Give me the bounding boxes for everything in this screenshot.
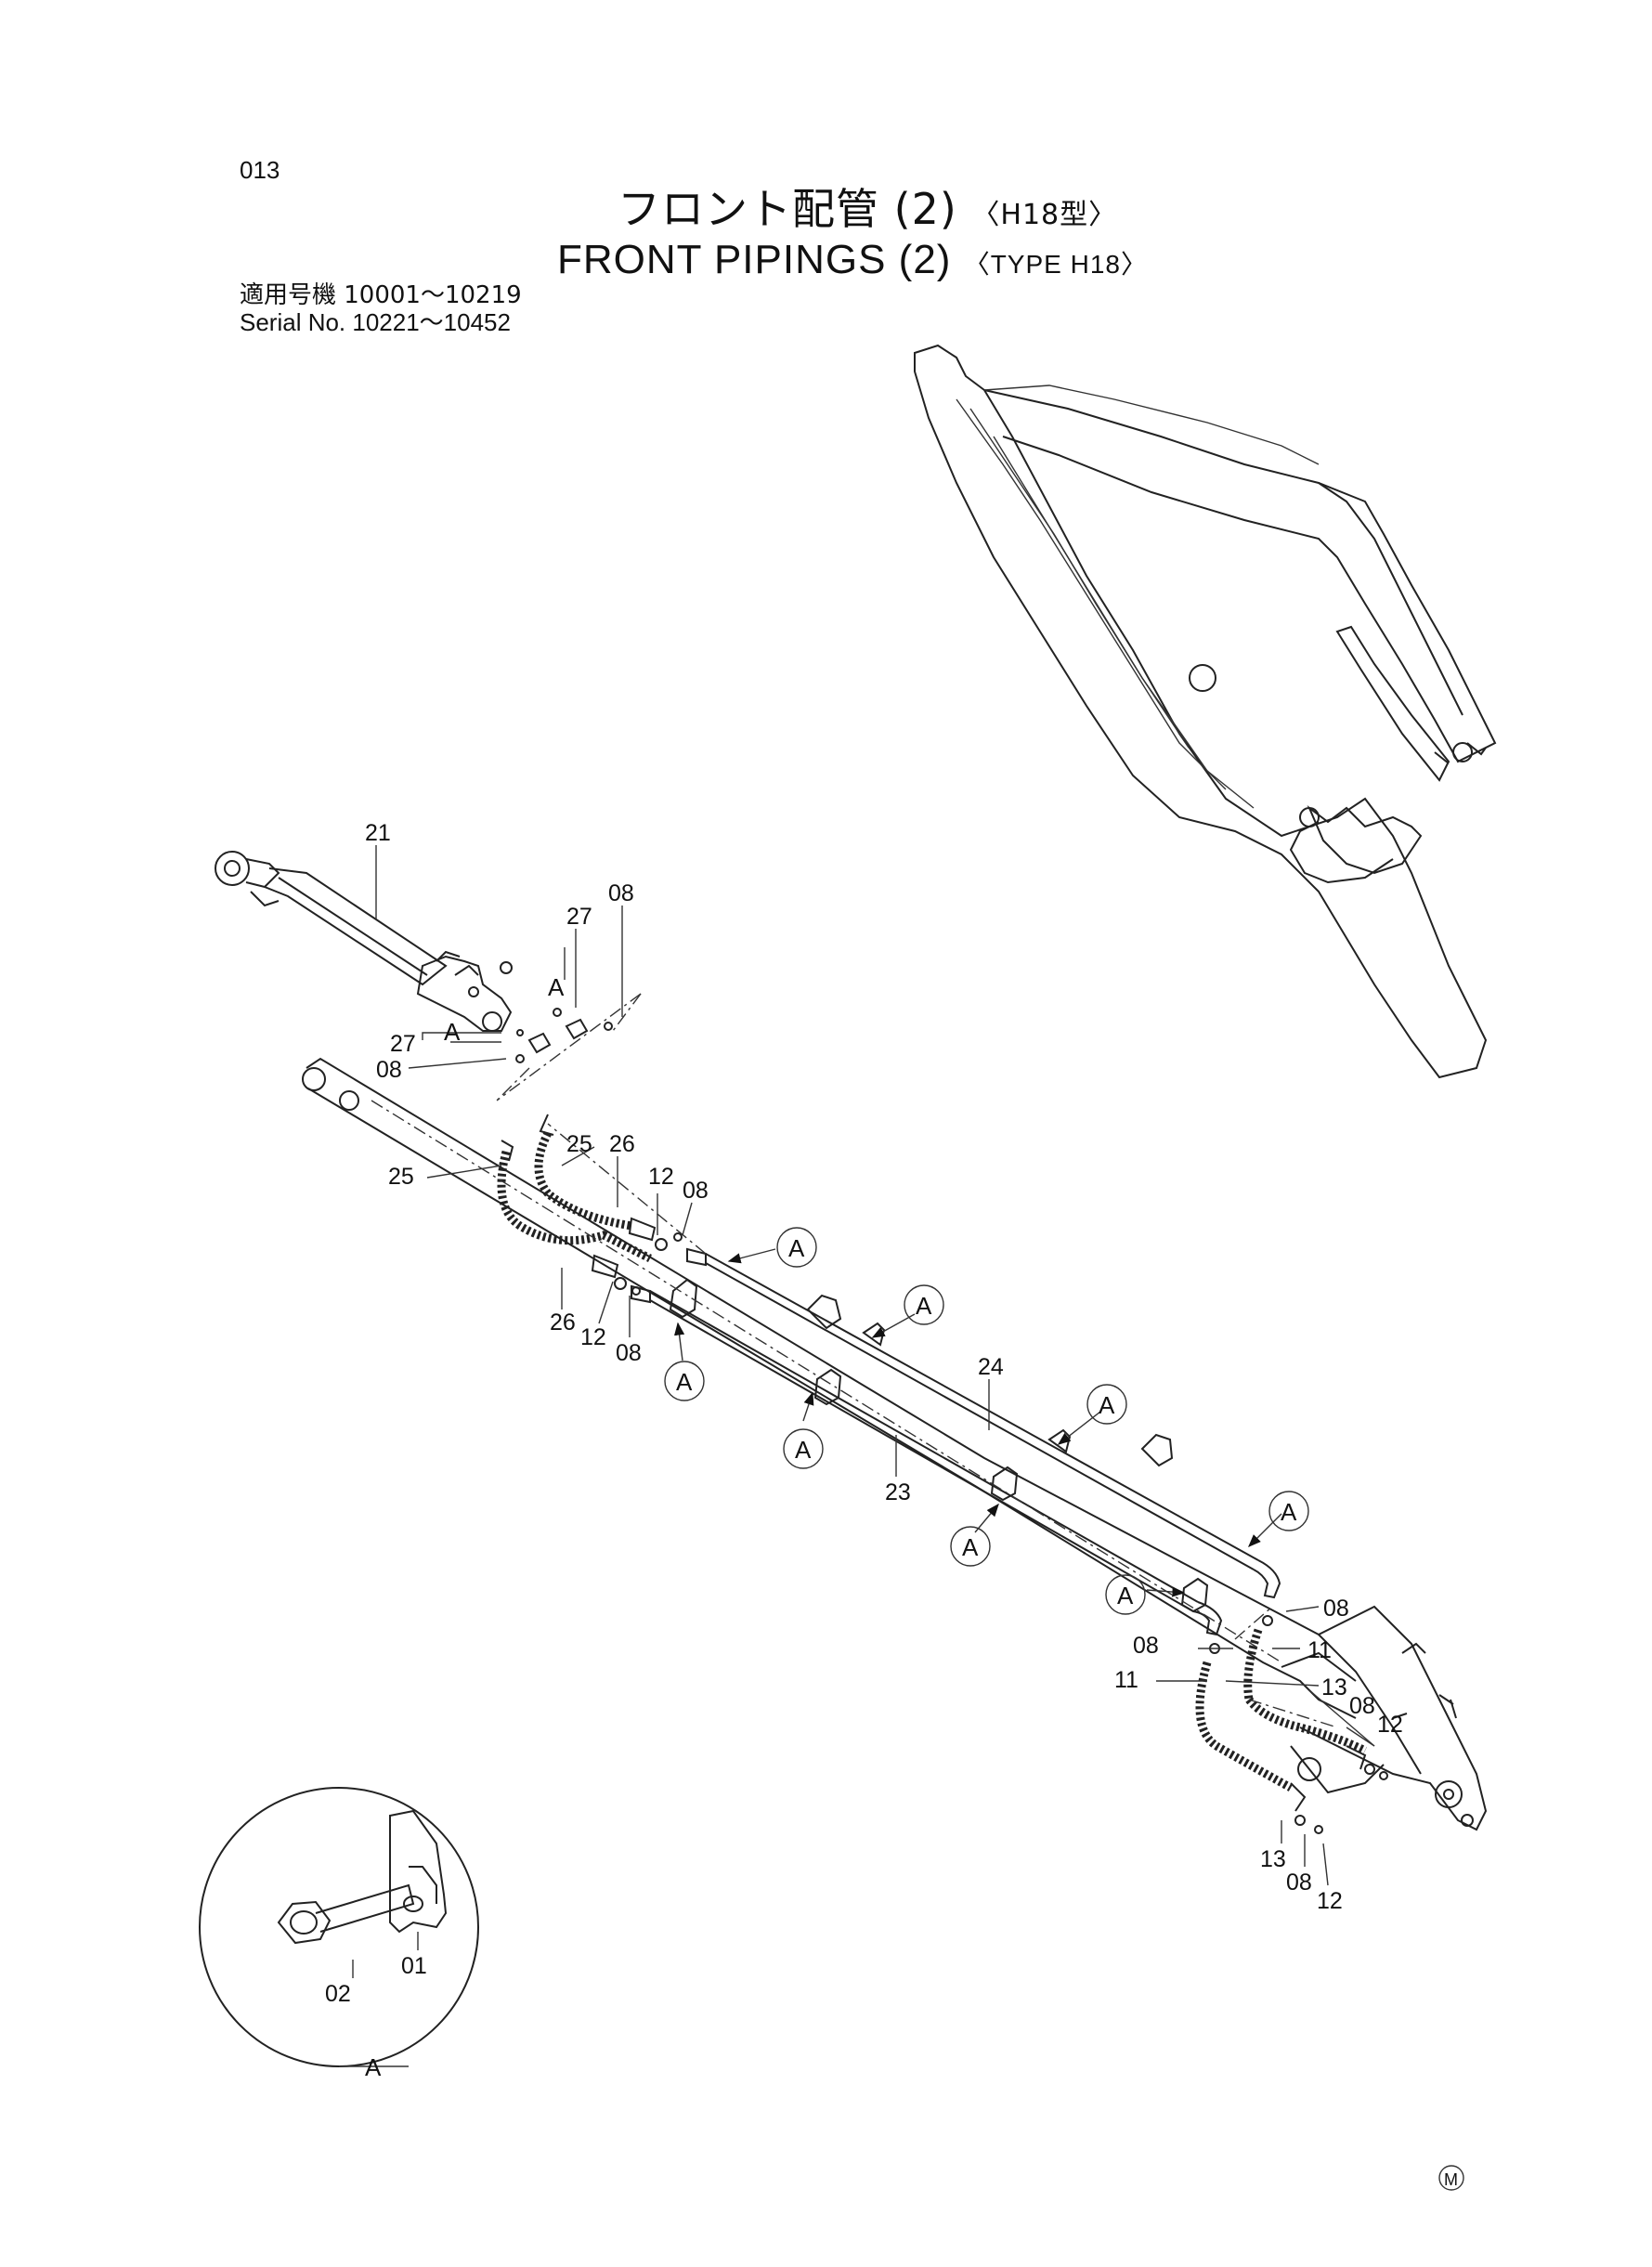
a-marker-label: A — [916, 1292, 932, 1320]
callout-12-arm-bottom: 12 — [1317, 1888, 1343, 1914]
applicable-serial-japanese: 適用号機 10001～10219 — [240, 281, 522, 309]
callout-08-bottom: 08 — [616, 1340, 642, 1366]
title-japanese-type: 〈H18型〉 — [971, 199, 1118, 231]
arm-structure — [302, 1057, 1488, 1831]
callout-26-top: 26 — [609, 1131, 635, 1157]
callout-08-arm-left: 08 — [1133, 1633, 1159, 1659]
part-callouts: 21 27 08 27 08 25 26 25 12 08 26 12 08 2… — [325, 820, 1403, 2007]
a-reference-arrows — [674, 1248, 1282, 1597]
detail-a-label: A — [365, 2053, 382, 2081]
title-english: FRONT PIPINGS (2) 〈TYPE H18〉 — [557, 240, 1148, 280]
title-english-text: FRONT PIPINGS (2) — [557, 237, 952, 282]
callout-13-right: 13 — [1321, 1674, 1347, 1700]
m-mark-letter: M — [1444, 2170, 1458, 2189]
callout-11-right: 11 — [1307, 1637, 1332, 1663]
callout-12-arm-right: 12 — [1377, 1712, 1403, 1738]
callout-27-lower: 27 — [390, 1031, 416, 1057]
a-marker-label: A — [788, 1234, 805, 1262]
hoses-25-26 — [497, 1114, 683, 1296]
callout-12-top: 12 — [648, 1164, 674, 1190]
page-code: 013 — [240, 156, 280, 184]
circled-m-mark: M — [1438, 2165, 1464, 2191]
callout-08-arm-right: 08 — [1349, 1693, 1375, 1719]
callout-08-arm-upper: 08 — [1323, 1596, 1349, 1622]
hoses-11-13 — [1195, 1615, 1388, 1834]
callout-24: 24 — [978, 1354, 1004, 1380]
front-overview-illustration — [914, 344, 1497, 1079]
callout-01: 01 — [401, 1953, 427, 1979]
center-lines — [371, 993, 1338, 1728]
title-japanese-text: フロント配管 (2) — [618, 184, 957, 234]
callout-08-upper: 08 — [608, 880, 634, 906]
a-marker-label: A — [1281, 1498, 1297, 1526]
arm-cylinder-21 — [215, 851, 513, 1032]
callout-25-right: 25 — [566, 1131, 592, 1157]
a-marker-label: A — [962, 1533, 979, 1561]
title-japanese: フロント配管 (2) 〈H18型〉 — [618, 188, 1117, 230]
pipe-24 — [686, 1247, 1281, 1599]
a-markers: A A A A A A A A — [664, 1227, 1309, 1615]
callout-11-left: 11 — [1114, 1667, 1138, 1693]
a-marker-label: A — [1099, 1391, 1115, 1419]
callout-21: 21 — [365, 820, 391, 846]
callout-25-left: 25 — [388, 1164, 414, 1190]
callout-02: 02 — [325, 1981, 351, 2007]
callout-12-bottom: 12 — [580, 1324, 606, 1350]
detail-a-circle — [199, 1787, 479, 2067]
fittings-27-08 — [515, 1008, 613, 1063]
callout-13-bottom: 13 — [1260, 1846, 1286, 1872]
callout-08-top: 08 — [683, 1178, 709, 1204]
callout-08-lower: 08 — [376, 1057, 402, 1083]
a-marker-label: A — [795, 1436, 812, 1464]
pipe-23 — [631, 1284, 1223, 1636]
callout-23: 23 — [885, 1479, 911, 1505]
callout-08-arm-bottom: 08 — [1286, 1870, 1312, 1896]
a-label-lower: A — [444, 1018, 461, 1046]
callout-26-bottom: 26 — [550, 1309, 576, 1335]
leader-lines — [339, 845, 1375, 2067]
callout-27-upper: 27 — [566, 904, 592, 930]
applicable-serial-english: Serial No. 10221～10452 — [240, 308, 511, 336]
a-label-upper: A — [548, 973, 565, 1001]
a-marker-label: A — [1117, 1582, 1134, 1609]
a-marker-label: A — [676, 1368, 693, 1396]
title-english-type: 〈TYPE H18〉 — [963, 250, 1148, 279]
